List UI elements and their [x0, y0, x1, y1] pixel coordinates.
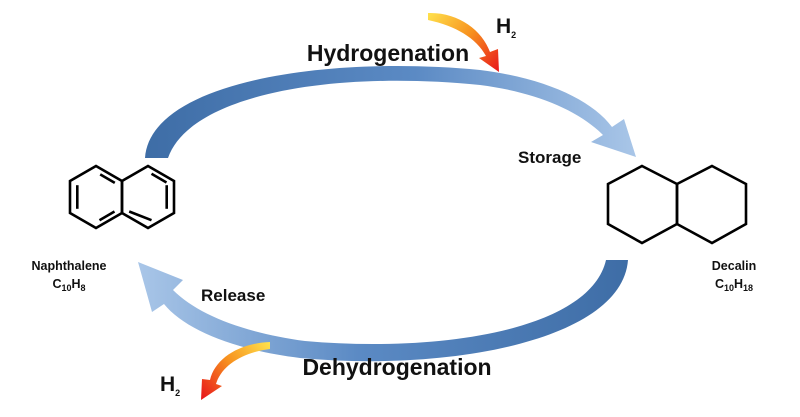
naphthalene-structure [68, 164, 176, 230]
h2-output-arrow [201, 342, 270, 400]
dehydrogenation-label: Dehydrogenation [302, 354, 491, 380]
decalin-structure [606, 164, 748, 245]
formula-element: H [734, 277, 743, 291]
formula-subscript: 18 [743, 283, 753, 293]
h2-input-label: H2 [496, 15, 516, 40]
formula-subscript: 8 [81, 283, 86, 293]
storage-label: Storage [518, 148, 581, 167]
formula-element: C [52, 277, 61, 291]
formula-subscript: 10 [724, 283, 734, 293]
h2-output-label: H2 [160, 373, 180, 398]
dehydrogenation-cycle-arrow [138, 260, 628, 362]
decalin-name: Decalin [712, 259, 756, 273]
naphthalene-formula: C10H8 [52, 277, 85, 293]
naphthalene-name: Naphthalene [31, 259, 106, 273]
formula-element: H [72, 277, 81, 291]
formula-subscript: 10 [61, 283, 71, 293]
formula-element: C [715, 277, 724, 291]
hydrogenation-cycle-arrow [145, 66, 636, 158]
h2-input-arrow [428, 12, 499, 72]
release-label: Release [201, 286, 265, 305]
hydrogenation-label: Hydrogenation [307, 40, 469, 66]
decalin-formula: C10H18 [715, 277, 753, 293]
